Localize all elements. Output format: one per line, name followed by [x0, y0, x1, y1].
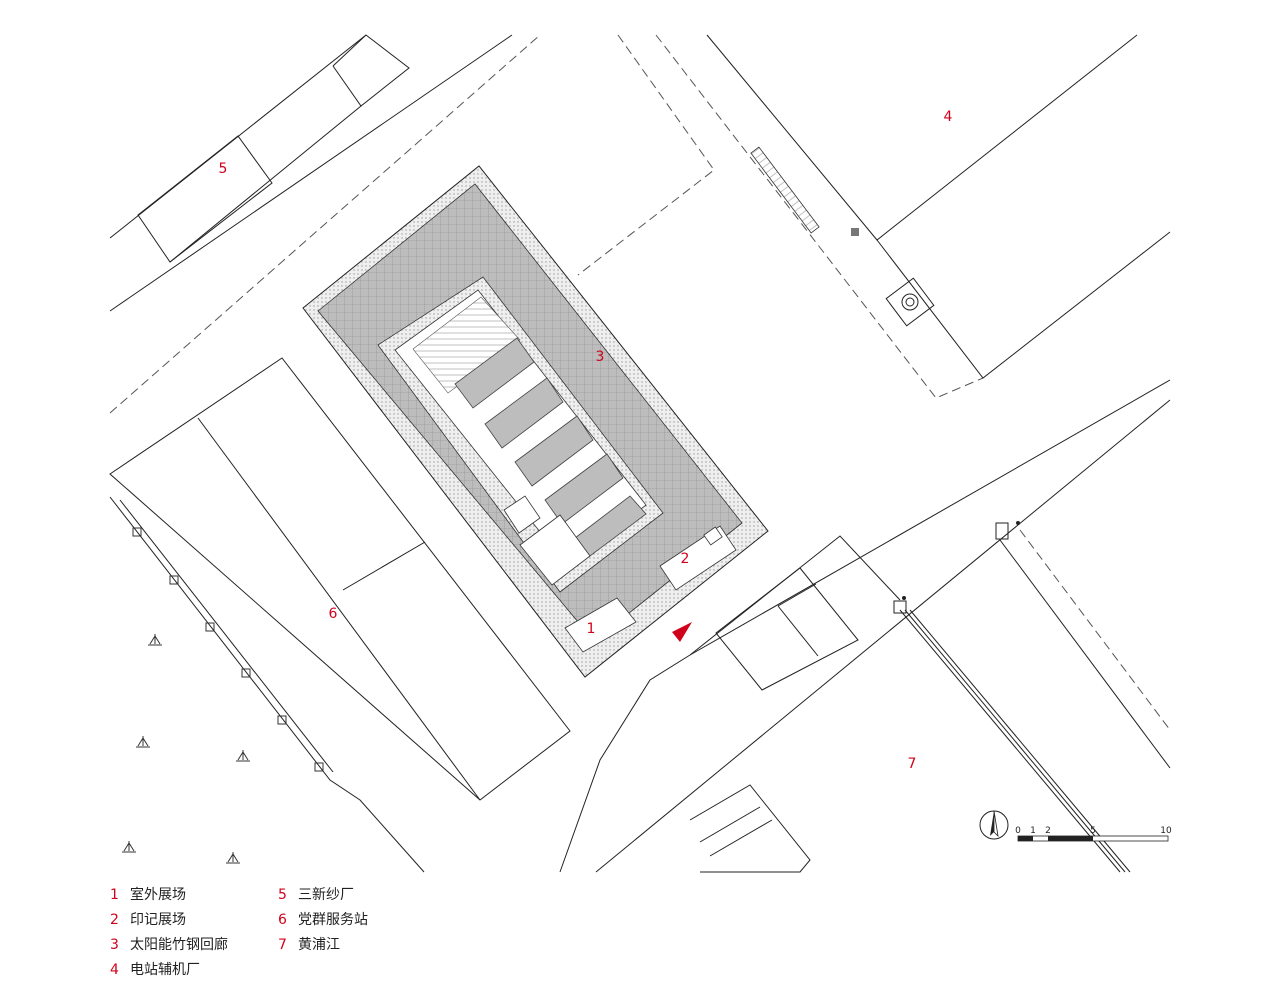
legend: 1 室外展场 2 印记展场 3 太阳能竹钢回廊 4 电站辅机厂 5 三新纱厂 6 党群服务站… [110, 884, 530, 994]
legend-item: 1 室外展场 [110, 884, 186, 904]
scale-tick: 2 [1045, 826, 1051, 836]
label-exhibition-yard: 1 [587, 621, 596, 637]
label-service-station: 6 [329, 606, 338, 622]
solar-corridor-building [302, 165, 769, 678]
legend-number: 3 [110, 937, 119, 953]
entrance-arrow-icon [672, 622, 692, 642]
scale-tick: 1 [1030, 826, 1036, 836]
legend-item: 6 党群服务站 [278, 909, 368, 929]
scale-tick: 10 [1160, 826, 1172, 836]
label-power-plant: 4 [944, 109, 953, 125]
legend-number: 5 [278, 887, 287, 903]
scale-bar: 0 1 2 5 10 [1015, 826, 1172, 842]
label-imprint-exhibit: 2 [681, 551, 690, 567]
sanxin-mill-building [109, 34, 513, 312]
scale-tick: 5 [1090, 826, 1096, 836]
road-edge-dashed-west [109, 34, 541, 414]
road-edge-dashed-east [655, 34, 984, 399]
legend-number: 2 [110, 912, 119, 928]
road-edge-dashed-north [577, 34, 715, 276]
north-arrow-icon [979, 810, 1009, 840]
legend-label: 印记展场 [130, 912, 186, 928]
label-solar-corridor: 3 [596, 349, 605, 365]
legend-number: 1 [110, 887, 119, 903]
fence-posts [132, 527, 324, 772]
legend-item: 4 电站辅机厂 [110, 959, 200, 979]
legend-label: 太阳能竹钢回廊 [130, 937, 228, 953]
embankment [559, 379, 1171, 873]
legend-label: 室外展场 [130, 887, 186, 903]
legend-label: 三新纱厂 [298, 887, 354, 903]
legend-number: 7 [278, 937, 287, 953]
site-plan: 5 4 3 2 1 6 7 0 1 2 5 10 [109, 34, 1172, 873]
legend-item: 3 太阳能竹钢回廊 [110, 934, 228, 954]
legend-item: 2 印记展场 [110, 909, 186, 929]
power-plant-building [706, 34, 1171, 379]
legend-label: 电站辅机厂 [130, 962, 200, 978]
legend-number: 6 [278, 912, 287, 928]
label-huangpu-river: 7 [908, 756, 917, 772]
legend-item: 7 黄浦江 [278, 934, 340, 954]
tree-symbols [122, 634, 250, 864]
service-station-building [109, 357, 571, 873]
legend-label: 黄浦江 [298, 937, 340, 953]
legend-label: 党群服务站 [298, 912, 368, 928]
legend-number: 4 [110, 962, 119, 978]
label-sanxin-mill: 5 [219, 161, 228, 177]
legend-item: 5 三新纱厂 [278, 884, 354, 904]
scale-tick: 0 [1015, 826, 1021, 836]
